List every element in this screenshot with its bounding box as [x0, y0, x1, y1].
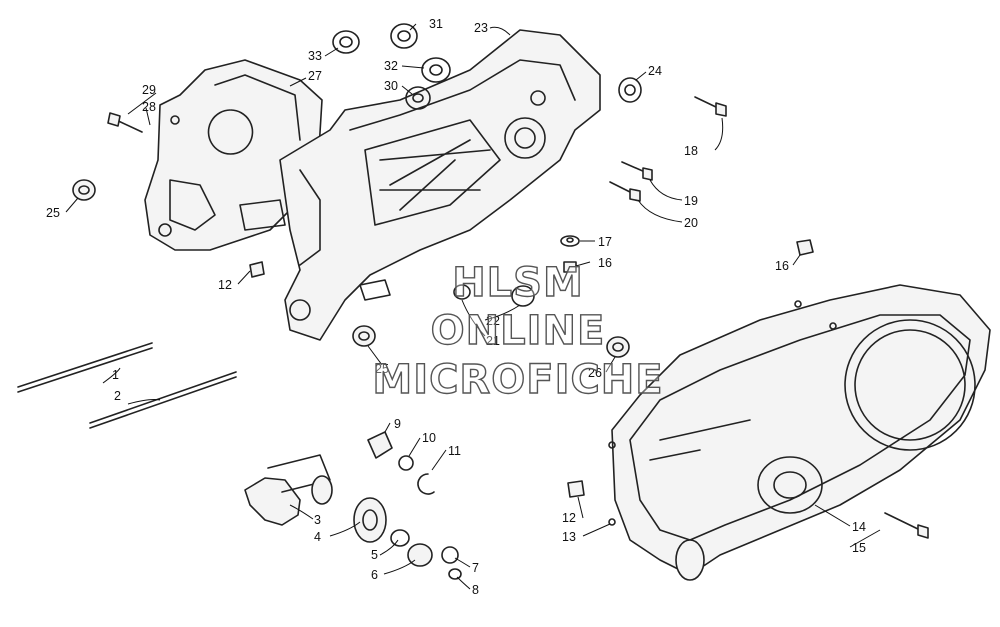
- callout-25-center: 25: [375, 362, 389, 376]
- callout-20: 20: [684, 216, 698, 230]
- callout-16-right: 16: [775, 259, 789, 273]
- callout-1: 1: [112, 368, 119, 382]
- callout-12-left: 12: [218, 278, 232, 292]
- callout-3: 3: [314, 513, 321, 527]
- callout-labels: 1 2 3 4 5 6 7 8 9 10 11 12 12 13 14 15 1…: [46, 17, 866, 597]
- watermark-line-3: MICROFICHE: [372, 357, 663, 403]
- watermark-line-2: ONLINE: [431, 308, 606, 354]
- callout-31: 31: [429, 17, 443, 31]
- watermark-line-1: HLSM: [452, 260, 584, 306]
- callout-12-right: 12: [562, 511, 576, 525]
- callout-7: 7: [472, 561, 479, 575]
- callout-9: 9: [394, 417, 401, 431]
- left-crankcase: [144, 59, 323, 251]
- callout-28: 28: [142, 100, 156, 114]
- bearings-top: [332, 23, 642, 110]
- callout-21: 21: [486, 334, 500, 348]
- right-crankcase: [279, 29, 601, 341]
- callout-25-left: 25: [46, 206, 60, 220]
- callout-27: 27: [308, 69, 322, 83]
- callout-5: 5: [371, 548, 378, 562]
- transmission-cover: [608, 284, 991, 581]
- callout-23: 23: [474, 21, 488, 35]
- leader-lines: [65, 23, 881, 590]
- callout-4: 4: [314, 530, 321, 544]
- callout-26: 26: [588, 366, 602, 380]
- callout-29: 29: [142, 83, 156, 97]
- callout-8: 8: [472, 583, 479, 597]
- callout-15: 15: [852, 541, 866, 555]
- cover-fasteners: [567, 480, 929, 539]
- callout-24: 24: [648, 64, 662, 78]
- callout-19: 19: [684, 194, 698, 208]
- callout-22: 22: [486, 314, 500, 328]
- callout-17: 17: [598, 235, 612, 249]
- callout-32: 32: [384, 59, 398, 73]
- callout-16-center: 16: [598, 256, 612, 270]
- callout-18: 18: [684, 144, 698, 158]
- callout-13: 13: [562, 530, 576, 544]
- callout-30: 30: [384, 79, 398, 93]
- callout-6: 6: [371, 568, 378, 582]
- callout-14: 14: [852, 520, 866, 534]
- studs: [17, 342, 237, 429]
- bolt-29-bushing-25: [72, 112, 630, 358]
- bolts-right: [249, 96, 814, 307]
- kickstart-parts: [244, 431, 462, 580]
- callout-2: 2: [114, 389, 121, 403]
- callout-10: 10: [422, 431, 436, 445]
- watermark: HLSM ONLINE MICROFICHE: [372, 259, 664, 403]
- callout-11: 11: [448, 444, 461, 458]
- callout-33: 33: [308, 49, 322, 63]
